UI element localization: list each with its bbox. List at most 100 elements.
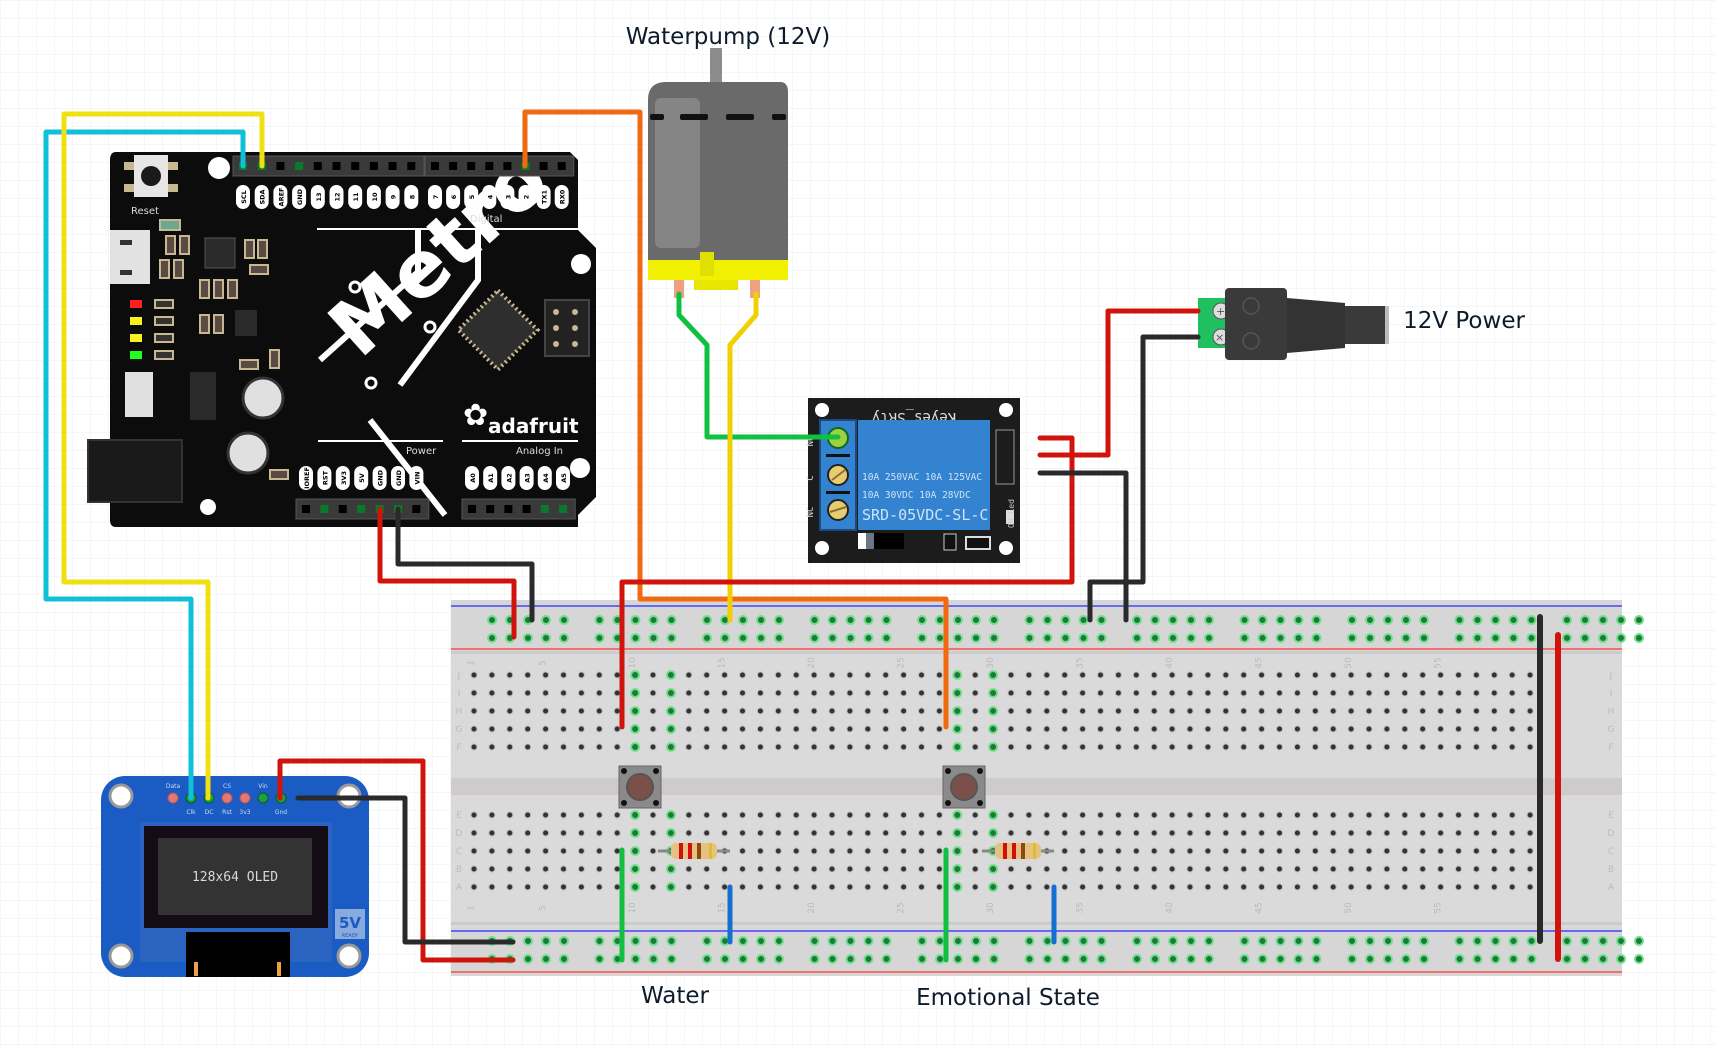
rail-hole[interactable] <box>1472 954 1483 964</box>
breadboard-hole[interactable] <box>721 689 729 697</box>
breadboard-hole[interactable] <box>1240 847 1248 855</box>
breadboard-hole[interactable] <box>1079 811 1087 819</box>
breadboard-hole[interactable] <box>703 883 711 891</box>
breadboard-hole[interactable] <box>1401 829 1409 837</box>
breadboard-hole[interactable] <box>792 883 800 891</box>
breadboard-hole[interactable] <box>810 883 818 891</box>
breadboard-hole[interactable] <box>971 847 979 855</box>
rail-hole[interactable] <box>720 954 730 964</box>
breadboard-hole[interactable] <box>1490 883 1498 891</box>
breadboard-hole[interactable] <box>1150 725 1158 733</box>
rail-hole[interactable] <box>809 954 820 964</box>
breadboard-hole[interactable] <box>900 847 908 855</box>
breadboard-hole[interactable] <box>774 725 782 733</box>
breadboard-hole[interactable] <box>1258 743 1266 751</box>
breadboard-hole[interactable] <box>506 883 514 891</box>
rail-hole[interactable] <box>1347 936 1357 946</box>
breadboard-hole[interactable] <box>1508 847 1516 855</box>
breadboard-hole[interactable] <box>988 810 999 820</box>
rail-hole[interactable] <box>1365 936 1375 946</box>
rail-hole[interactable] <box>1490 633 1501 643</box>
breadboard-hole[interactable] <box>1311 671 1319 679</box>
breadboard-hole[interactable] <box>1508 883 1516 891</box>
rail-hole[interactable] <box>1490 615 1501 625</box>
rail-hole[interactable] <box>863 954 874 964</box>
rail-hole[interactable] <box>630 633 641 643</box>
breadboard-hole[interactable] <box>595 829 603 837</box>
breadboard-hole[interactable] <box>1186 829 1194 837</box>
breadboard-hole[interactable] <box>1150 847 1158 855</box>
rail-hole[interactable] <box>1024 954 1035 964</box>
rail-hole[interactable] <box>541 633 551 643</box>
breadboard-hole[interactable] <box>524 689 532 697</box>
breadboard-hole[interactable] <box>1240 883 1248 891</box>
breadboard-hole[interactable] <box>1150 811 1158 819</box>
breadboard-hole[interactable] <box>577 671 585 679</box>
breadboard-hole[interactable] <box>756 865 764 873</box>
breadboard-hole[interactable] <box>1365 847 1373 855</box>
breadboard-hole[interactable] <box>846 829 854 837</box>
breadboard-hole[interactable] <box>739 883 746 891</box>
breadboard-hole[interactable] <box>900 811 908 819</box>
breadboard-hole[interactable] <box>1419 689 1427 697</box>
breadboard-hole[interactable] <box>1472 671 1480 679</box>
breadboard-hole[interactable] <box>739 743 746 751</box>
rail-hole[interactable] <box>1275 954 1286 964</box>
breadboard-hole[interactable] <box>971 725 979 733</box>
breadboard-hole[interactable] <box>1401 883 1409 891</box>
breadboard-hole[interactable] <box>935 865 943 873</box>
breadboard-hole[interactable] <box>792 811 800 819</box>
breadboard-hole[interactable] <box>1455 689 1462 697</box>
breadboard-hole[interactable] <box>470 811 478 819</box>
breadboard-hole[interactable] <box>774 811 782 819</box>
breadboard-hole[interactable] <box>1079 743 1087 751</box>
breadboard-hole[interactable] <box>774 671 782 679</box>
rail-hole[interactable] <box>935 615 945 625</box>
rail-hole[interactable] <box>1562 954 1572 964</box>
breadboard-hole[interactable] <box>900 707 908 715</box>
breadboard-hole[interactable] <box>792 829 800 837</box>
breadboard-hole[interactable] <box>1132 689 1140 697</box>
breadboard-hole[interactable] <box>630 846 641 856</box>
breadboard-hole[interactable] <box>918 689 925 697</box>
breadboard-hole[interactable] <box>470 883 478 891</box>
breadboard-hole[interactable] <box>1204 847 1212 855</box>
breadboard-hole[interactable] <box>882 811 890 819</box>
rail-hole[interactable] <box>845 633 856 643</box>
breadboard-hole[interactable] <box>882 829 890 837</box>
breadboard-hole[interactable] <box>864 847 872 855</box>
breadboard-hole[interactable] <box>470 829 478 837</box>
breadboard-hole[interactable] <box>524 671 532 679</box>
breadboard-hole[interactable] <box>1329 671 1337 679</box>
breadboard-hole[interactable] <box>1365 811 1373 819</box>
breadboard-hole[interactable] <box>703 743 711 751</box>
breadboard-hole[interactable] <box>1007 883 1015 891</box>
breadboard-hole[interactable] <box>630 724 641 734</box>
breadboard-hole[interactable] <box>935 707 943 715</box>
breadboard-hole[interactable] <box>595 707 603 715</box>
rail-hole[interactable] <box>1096 936 1107 946</box>
breadboard-hole[interactable] <box>685 829 693 837</box>
breadboard-hole[interactable] <box>488 847 496 855</box>
rail-hole[interactable] <box>1257 615 1268 625</box>
breadboard-hole[interactable] <box>1383 865 1391 873</box>
rail-hole[interactable] <box>917 615 927 625</box>
breadboard-hole[interactable] <box>613 689 621 697</box>
rail-hole[interactable] <box>738 615 748 625</box>
breadboard-hole[interactable] <box>1276 743 1283 751</box>
rail-hole[interactable] <box>1616 954 1626 964</box>
rail-hole[interactable] <box>935 954 945 964</box>
breadboard-hole[interactable] <box>1097 725 1104 733</box>
breadboard-hole[interactable] <box>1025 689 1033 697</box>
breadboard-hole[interactable] <box>1347 811 1355 819</box>
breadboard-hole[interactable] <box>1240 707 1248 715</box>
rail-hole[interactable] <box>845 615 856 625</box>
breadboard-hole[interactable] <box>1079 829 1087 837</box>
breadboard-hole[interactable] <box>1276 689 1283 697</box>
breadboard-hole[interactable] <box>542 671 550 679</box>
breadboard-hole[interactable] <box>1007 865 1015 873</box>
breadboard-hole[interactable] <box>1025 883 1033 891</box>
breadboard-hole[interactable] <box>630 864 641 874</box>
breadboard-hole[interactable] <box>1419 743 1427 751</box>
rail-hole[interactable] <box>523 633 533 643</box>
